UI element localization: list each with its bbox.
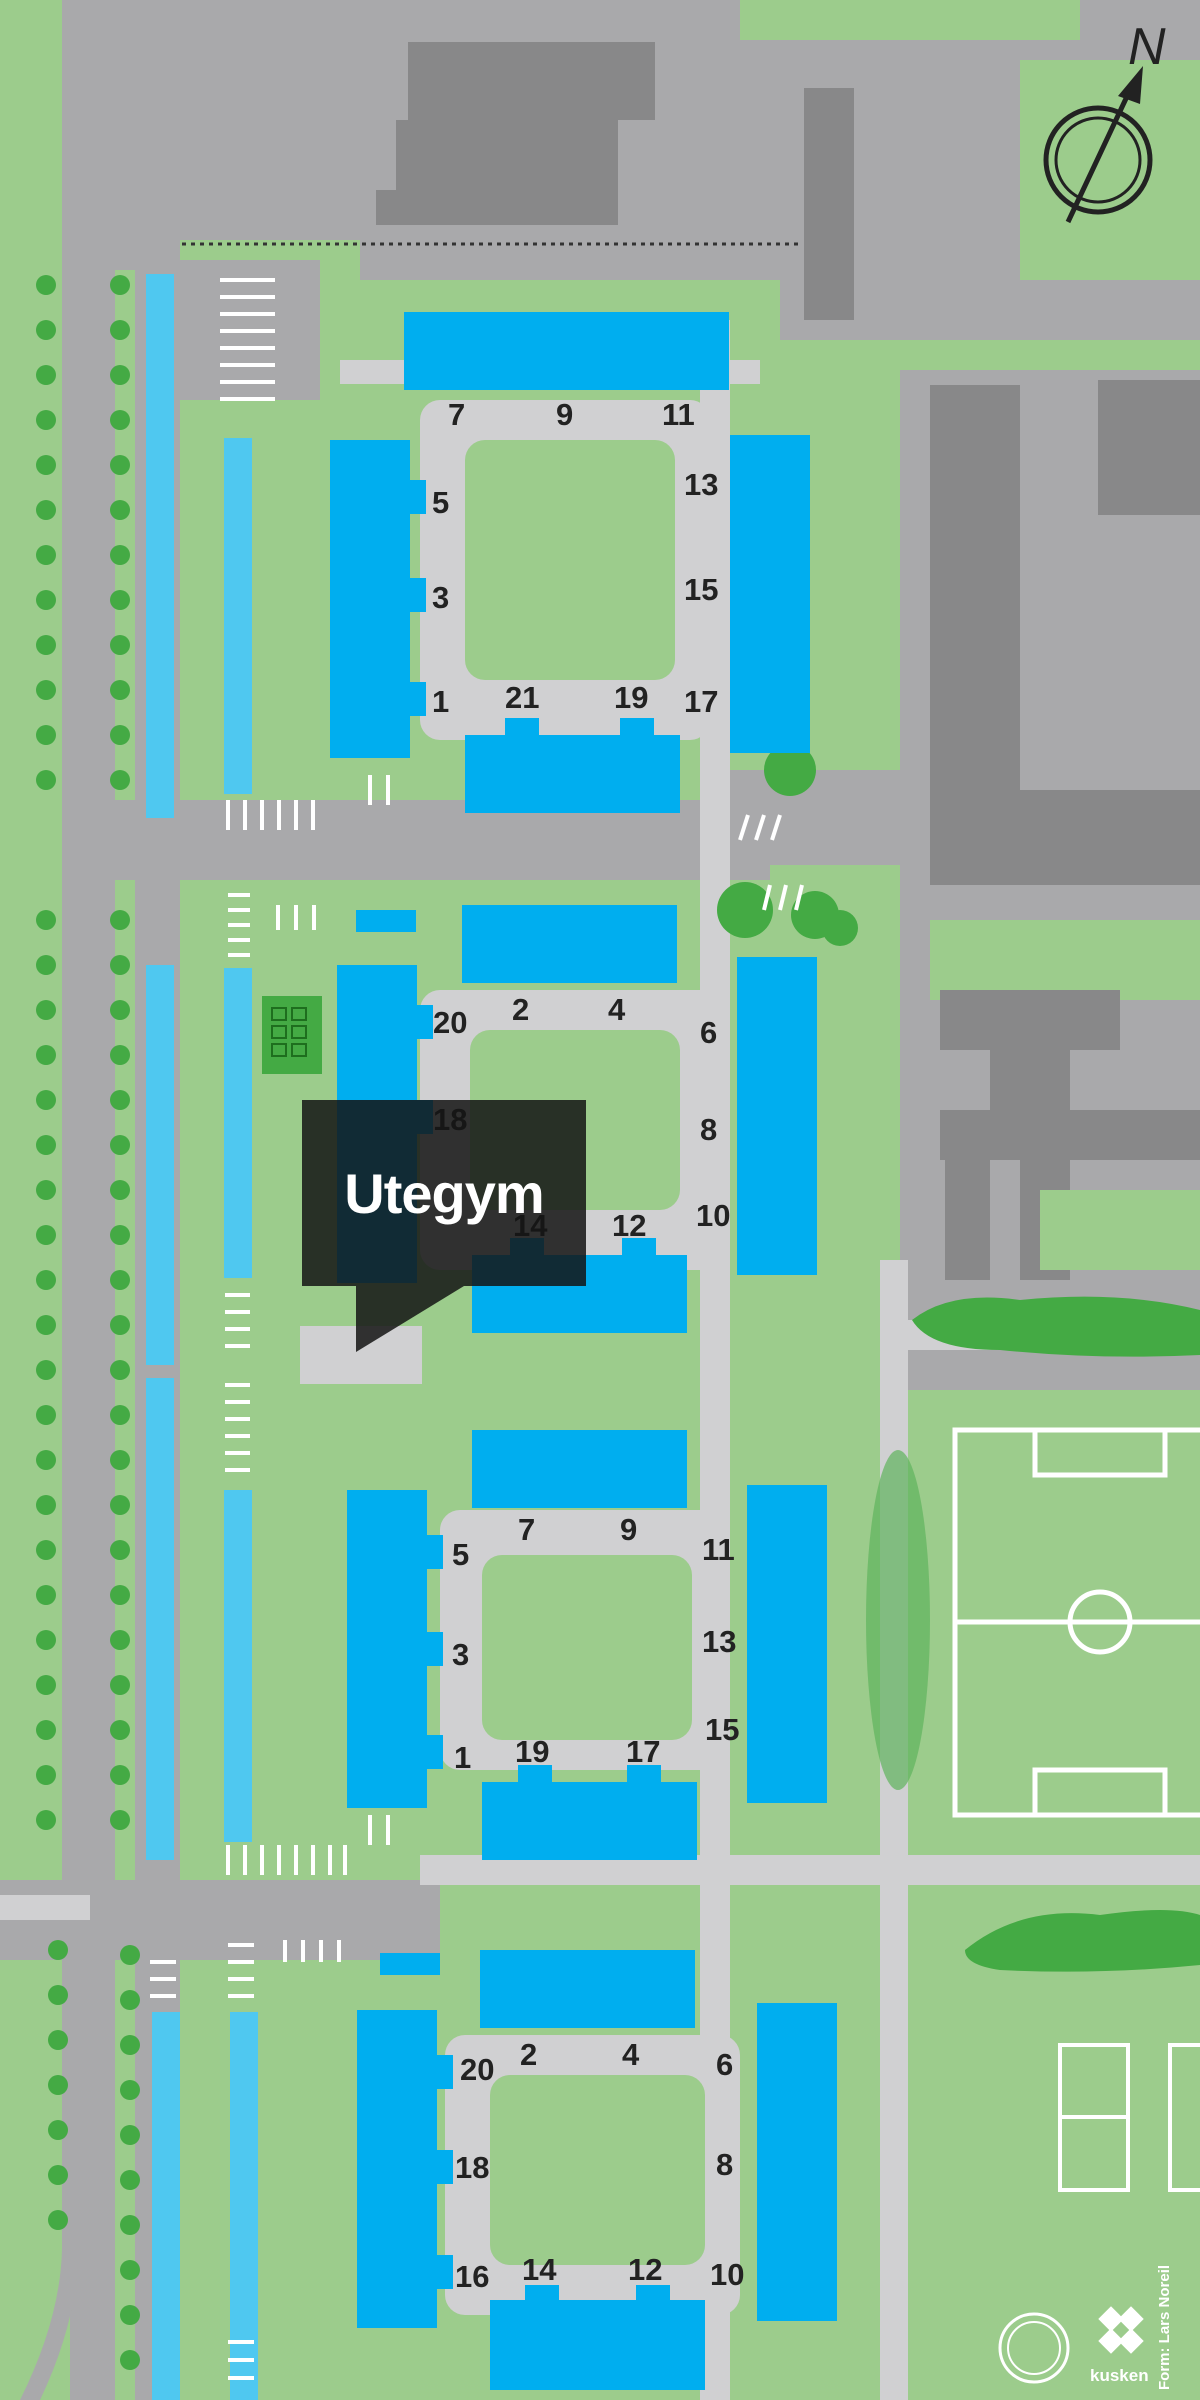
compass-north-label: N — [1128, 18, 1166, 76]
house-number: 19 — [614, 680, 648, 715]
house-number: 12 — [628, 2252, 662, 2287]
courtyard-4-lawn — [490, 2075, 705, 2265]
callout-label: Utegym — [344, 1161, 544, 1225]
north-building-1 — [376, 42, 655, 225]
house-number: 11 — [662, 397, 695, 432]
north-lawn-strip — [740, 0, 1080, 40]
compass-arrowhead — [1118, 66, 1143, 104]
house-number: 4 — [622, 2037, 640, 2072]
house-number: 13 — [684, 467, 718, 502]
house-number: 9 — [556, 397, 573, 432]
north-building-2 — [804, 88, 854, 320]
tree-cluster-1d — [822, 910, 858, 946]
tree-row-1 — [912, 1296, 1200, 1357]
house-number: 18 — [455, 2150, 489, 2185]
house-number: 20 — [433, 1005, 467, 1040]
house-numbers-block-1: 7 9 11 5 3 1 13 15 17 21 19 — [432, 397, 718, 719]
callout-pointer — [356, 1286, 464, 1352]
house-numbers-block-4: 20 2 4 6 18 8 16 14 12 10 — [455, 2037, 744, 2294]
house-number: 15 — [705, 1712, 739, 1747]
house-number: 9 — [620, 1512, 637, 1547]
house-number: 5 — [432, 485, 449, 520]
house-number: 15 — [684, 572, 718, 607]
parking-stripes — [150, 278, 804, 2380]
east-building-1 — [930, 385, 1200, 885]
house-number: 7 — [518, 1512, 535, 1547]
cross-road-2b — [0, 1895, 90, 1920]
tree-row-2 — [965, 1910, 1200, 1972]
kusken-logo-label: kusken — [1090, 2366, 1149, 2385]
house-number: 19 — [515, 1734, 549, 1769]
tree-cluster-1c — [717, 882, 773, 938]
house-number: 6 — [716, 2047, 733, 2082]
east-building-2 — [1098, 380, 1200, 515]
north-grey-area — [70, 0, 1200, 340]
green-oval — [866, 1450, 930, 1790]
east-lawn-2 — [1040, 1190, 1200, 1270]
house-numbers-block-3: 7 9 5 11 3 13 1 19 17 15 — [452, 1512, 739, 1775]
house-number: 1 — [432, 684, 449, 719]
house-number: 17 — [626, 1734, 660, 1769]
east-lawn-1 — [930, 920, 1200, 1000]
utegym-callout[interactable]: Utegym — [302, 1100, 586, 1286]
house-number: 2 — [520, 2037, 537, 2072]
house-number: 20 — [460, 2052, 494, 2087]
house-number: 3 — [432, 580, 449, 615]
hsb-logo — [998, 2312, 1070, 2384]
house-number: 13 — [702, 1624, 736, 1659]
house-number: 12 — [612, 1208, 646, 1243]
house-number: 6 — [700, 1015, 717, 1050]
path-east-2 — [880, 1260, 908, 2400]
house-number: 8 — [716, 2147, 733, 2182]
house-number: 7 — [448, 397, 465, 432]
cross-road-1 — [70, 800, 770, 880]
courtyard-3-lawn — [482, 1555, 692, 1740]
house-number: 4 — [608, 992, 626, 1027]
house-number: 3 — [452, 1637, 469, 1672]
outdoor-gym-area — [262, 996, 322, 1074]
tree-cluster-1 — [764, 744, 816, 796]
carports — [146, 274, 258, 2400]
house-number: 17 — [684, 684, 718, 719]
house-number: 10 — [710, 2257, 744, 2292]
house-number: 1 — [454, 1740, 471, 1775]
house-number: 11 — [702, 1532, 735, 1567]
compass-needle — [1065, 88, 1133, 224]
west-trees — [36, 275, 140, 2370]
east-building-3 — [940, 990, 1200, 1280]
house-number: 2 — [512, 992, 529, 1027]
compass-outer-ring — [1043, 105, 1153, 215]
compass: N — [1043, 18, 1166, 224]
house-number: 5 — [452, 1537, 469, 1572]
tennis-courts — [1058, 2043, 1200, 2192]
house-number: 8 — [700, 1112, 717, 1147]
house-number: 16 — [455, 2259, 489, 2294]
residential-buildings — [330, 312, 837, 2390]
house-number: 10 — [696, 1198, 730, 1233]
designer-credit: Form: Lars Noreil — [1156, 2264, 1173, 2390]
house-number: 14 — [522, 2252, 557, 2287]
house-number: 21 — [505, 680, 539, 715]
football-pitch — [952, 1427, 1200, 1818]
west-road-curve — [20, 0, 78, 2400]
compass-inner-ring — [1054, 116, 1142, 204]
north-lawn-strip-2 — [1020, 60, 1200, 280]
courtyard-1-lawn — [465, 440, 675, 680]
